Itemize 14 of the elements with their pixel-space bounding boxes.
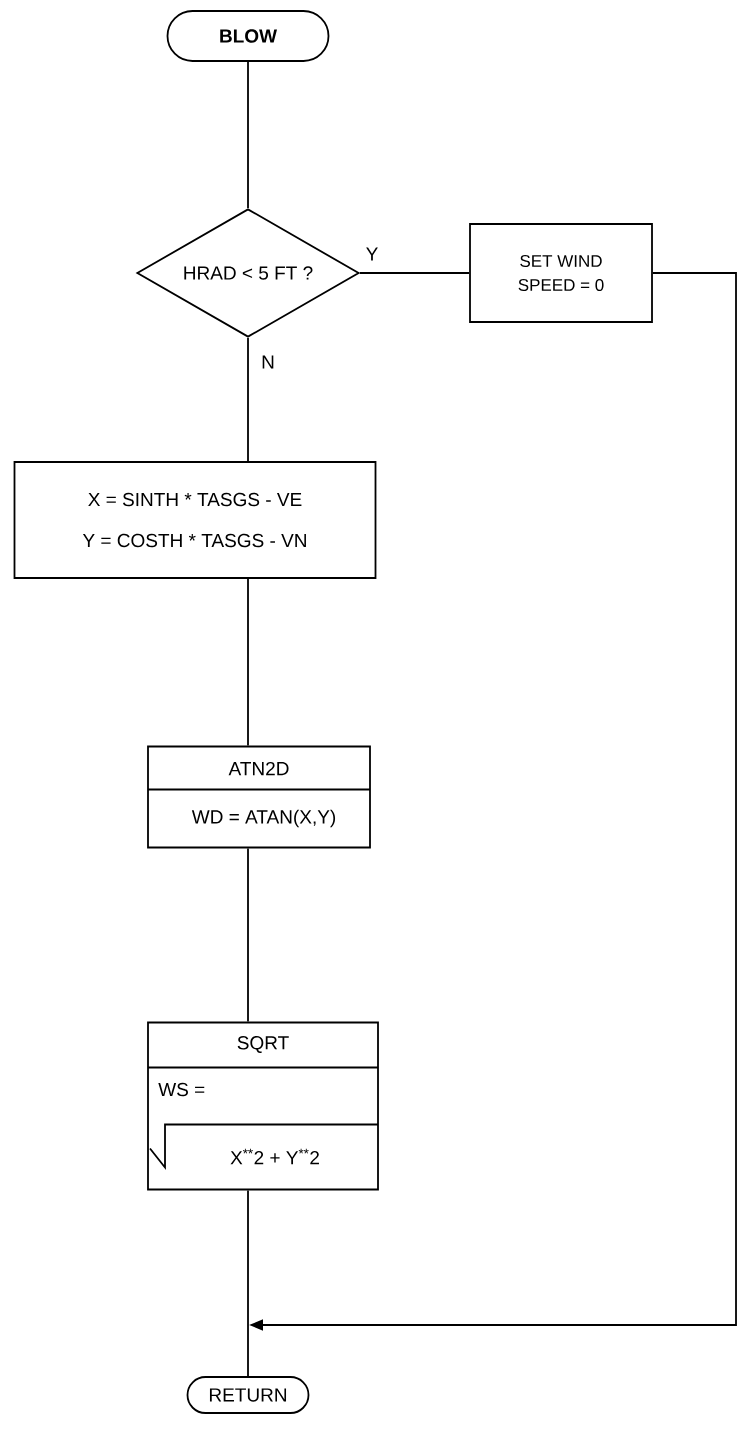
terminal-box: BLOW <box>166 10 330 62</box>
subroutine-box: SQRT WS = X$^{**}$2 + Y$^{**}$2 <box>147 1021 379 1191</box>
subroutine-box: ATN2D WD = ATAN(X,Y) <box>147 745 371 849</box>
process-box: SET WIND SPEED = 0 <box>469 223 653 323</box>
connector-line <box>247 337 249 462</box>
connector-line <box>247 578 249 747</box>
connector-line <box>247 61 249 209</box>
process-box: X = SINTH * TASGS - VE Y = COSTH * TASGS - VN <box>13 461 377 579</box>
connector-line <box>247 847 249 1023</box>
edge-label: N <box>260 354 276 370</box>
terminal-box: RETURN <box>186 1376 310 1414</box>
connector-line <box>247 1189 249 1377</box>
connector-line <box>359 272 470 274</box>
edge-label: Y <box>364 246 380 262</box>
